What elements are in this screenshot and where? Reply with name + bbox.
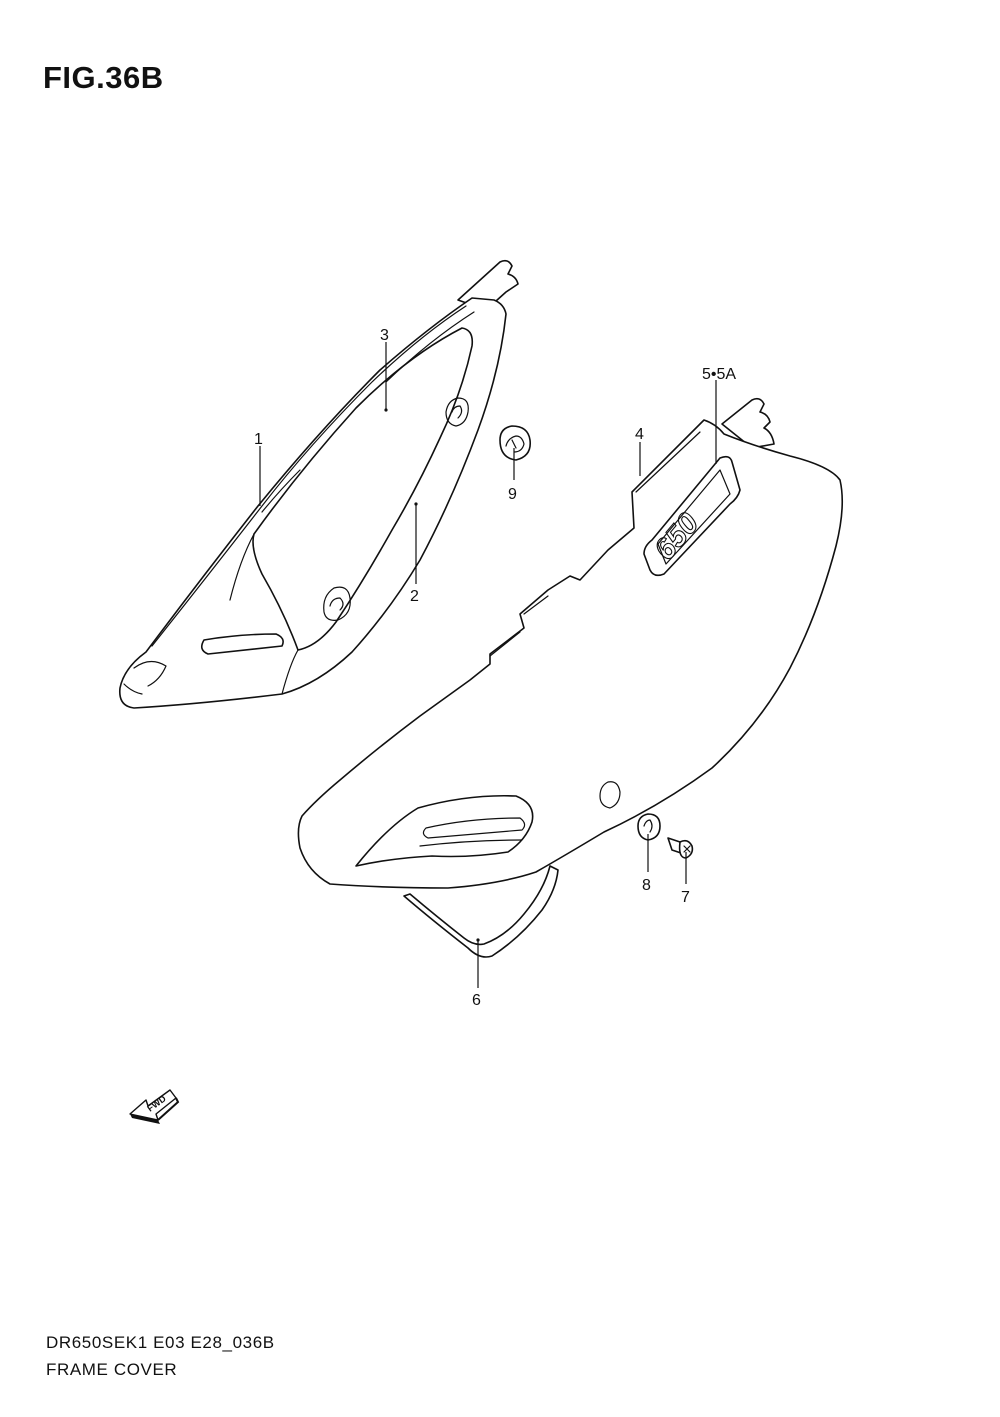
- left-cover-nose: [123, 660, 167, 695]
- left-cover-grommet-upper: [445, 397, 469, 427]
- callout-5-5a: 5•5A: [702, 366, 736, 383]
- callout-labels: 1 2 3 4 5•5A 6 7 8 9: [254, 327, 736, 1009]
- diagram-code: DR650SEK1 E03 E28_036B: [46, 1333, 275, 1352]
- screw-7: [667, 837, 694, 859]
- callout-1: 1: [254, 431, 263, 448]
- right-cover-top-tab: [721, 397, 775, 449]
- grommet-9: [499, 425, 532, 461]
- rear-trim-piece: [403, 865, 559, 958]
- right-cover-scoop: [355, 794, 534, 867]
- right-cover-step-lines: [489, 431, 701, 657]
- callout-2: 2: [410, 588, 419, 605]
- leader-lines: [259, 342, 717, 988]
- left-cover-lower-edge: [229, 533, 299, 695]
- right-cover-grommet: [599, 781, 621, 809]
- left-cover-rim-inner: [261, 311, 475, 513]
- left-cover-vent-slot: [200, 633, 284, 655]
- figure-title: FIG.36B: [43, 60, 164, 95]
- fwd-arrow-icon: FWD: [129, 1089, 180, 1124]
- callout-8: 8: [642, 877, 651, 894]
- left-cover-grommet-lower: [323, 586, 351, 621]
- right-cover-shell: [297, 419, 844, 889]
- callout-7: 7: [681, 889, 690, 906]
- callout-9: 9: [508, 486, 517, 503]
- decal-650-outline: [643, 455, 741, 577]
- left-frame-cover: [118, 259, 519, 709]
- right-cover-scoop-slot-upper: [422, 817, 526, 839]
- callout-3: 3: [380, 327, 389, 344]
- left-cover-rim: [151, 305, 467, 647]
- callout-6: 6: [472, 992, 481, 1009]
- right-frame-cover: 650: [297, 397, 844, 958]
- decal-650-inner: [657, 469, 731, 565]
- diagram-name: FRAME COVER: [46, 1360, 178, 1379]
- right-cover-scoop-slot-lower: [419, 839, 523, 847]
- callout-4: 4: [635, 426, 644, 443]
- grommet-8: [637, 813, 661, 841]
